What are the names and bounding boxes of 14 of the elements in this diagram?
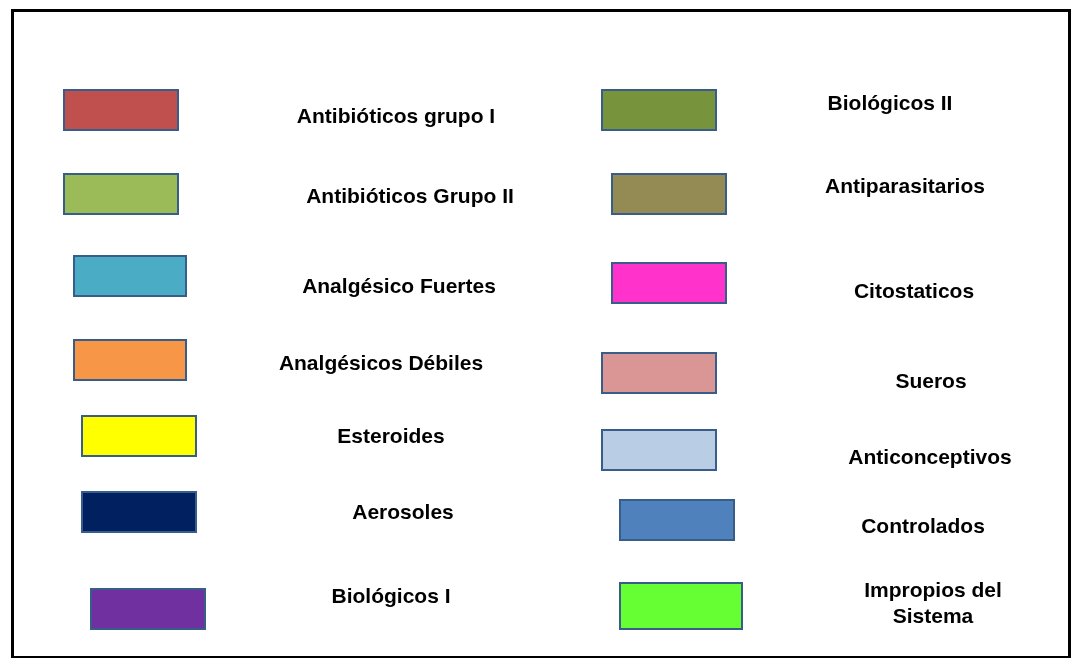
legend-label: Antiparasitarios <box>824 173 986 199</box>
legend-label: Analgésicos Débiles <box>277 350 485 376</box>
legend-label: Analgésico Fuertes <box>301 273 497 299</box>
legend-label: Sueros <box>894 368 968 394</box>
legend-label: Antibióticos grupo I <box>295 103 497 129</box>
legend-label: Citostaticos <box>852 278 976 304</box>
legend-label: Controlados <box>860 513 986 539</box>
legend-label: Antibióticos Grupo II <box>305 183 515 209</box>
legend-label: Esteroides <box>336 423 446 449</box>
legend-label: Anticonceptivos <box>847 444 1013 470</box>
legend-label: Impropios del Sistema <box>863 577 1003 629</box>
legend-label: Biológicos I <box>330 583 452 609</box>
legend-label: Aerosoles <box>351 499 455 525</box>
legend-label: Biológicos II <box>826 90 954 116</box>
